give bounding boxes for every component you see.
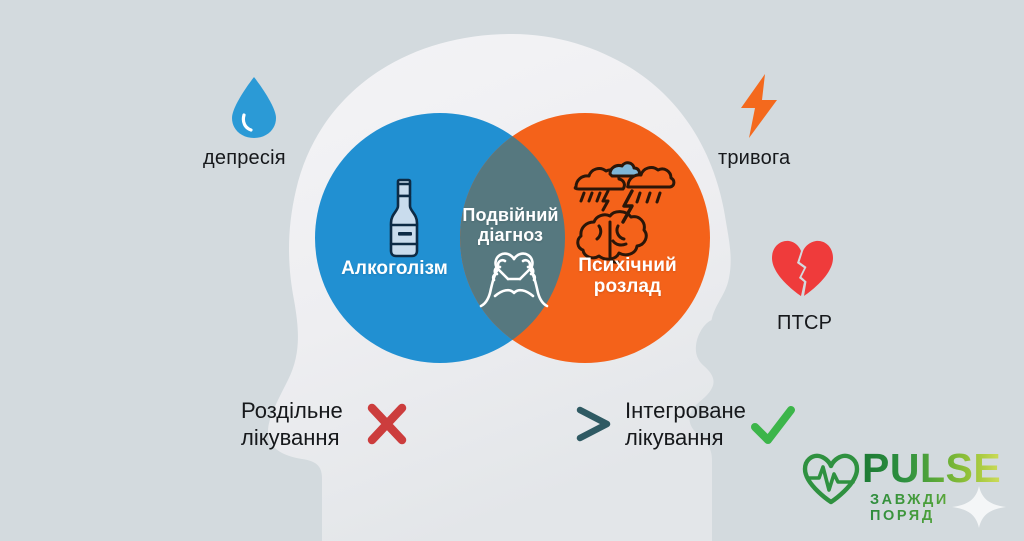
bottle-icon — [389, 178, 419, 258]
venn-label-alcoholism: Алкоголізм — [341, 258, 448, 279]
venn-label-dual-diagnosis: Подвійний діагноз — [443, 205, 578, 245]
venn-label-mental-line1: Психічний — [578, 255, 677, 276]
integrated-treatment-label: Інтегроване лікування — [625, 398, 746, 452]
venn-overlap-region — [460, 113, 565, 363]
outer-label-depression: депресія — [203, 147, 286, 169]
logo-tagline: ЗАВЖДИ ПОРЯД — [870, 492, 1018, 524]
check-mark-icon — [751, 406, 795, 444]
brand-logo[interactable]: PULSE ЗАВЖДИ ПОРЯД — [800, 445, 1018, 528]
sparkle-icon — [952, 486, 1006, 528]
brain-storm-icon — [573, 161, 676, 264]
venn-label-dual-line2: діагноз — [477, 225, 544, 246]
separate-treatment-line1: Роздільне — [241, 398, 343, 423]
heart-pulse-icon — [802, 453, 860, 505]
cross-mark-icon — [367, 403, 407, 445]
venn-label-dual-line1: Подвійний — [462, 205, 559, 225]
water-drop-icon — [232, 77, 276, 138]
venn-label-mental-line2: розлад — [593, 276, 662, 298]
separate-treatment-label: Роздільне лікування — [241, 398, 343, 452]
lightning-bolt-icon — [741, 74, 777, 138]
broken-heart-icon — [772, 240, 833, 296]
venn-label-mental-disorder: Психічний розлад — [560, 255, 695, 298]
right-arrow-icon — [410, 406, 611, 442]
logo-wordmark: PULSE — [862, 445, 1002, 491]
integrated-treatment-line1: Інтегроване — [625, 398, 746, 423]
separate-treatment-line2: лікування — [241, 424, 340, 450]
outer-label-ptsr: ПТСР — [777, 312, 833, 334]
handshake-icon — [479, 252, 549, 308]
outer-label-anxiety: тривога — [718, 147, 791, 169]
integrated-treatment-line2: лікування — [625, 424, 724, 450]
